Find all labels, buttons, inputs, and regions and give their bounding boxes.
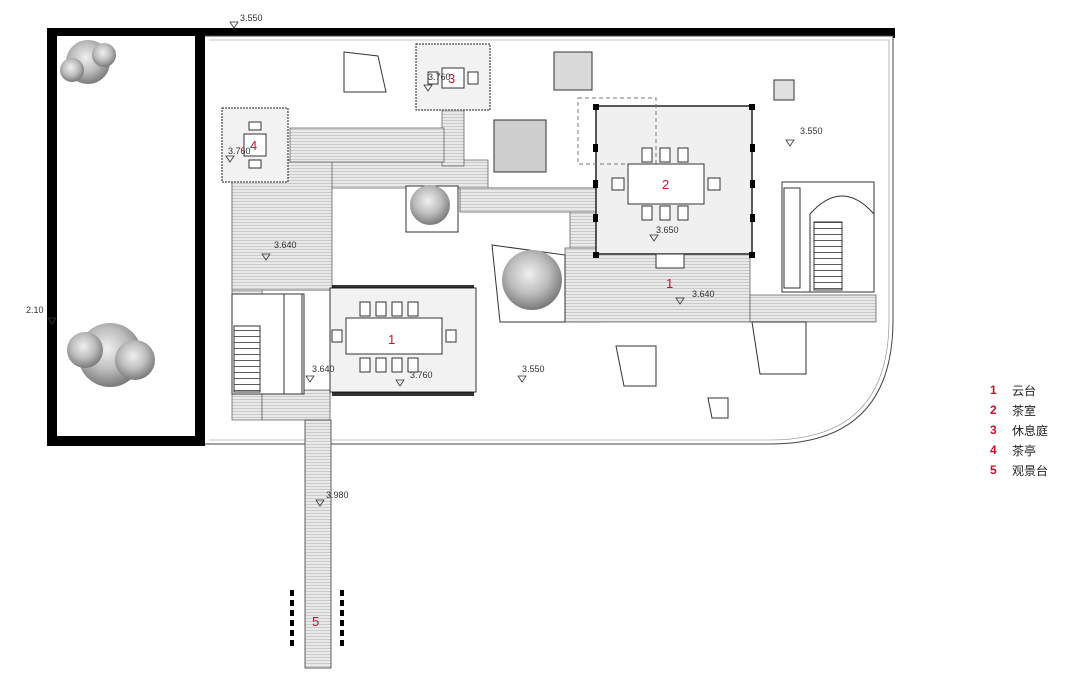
area-number: 4: [250, 138, 257, 153]
legend-label: 云台: [1012, 383, 1037, 398]
elevation-label: 3.760: [428, 72, 451, 82]
legend-item: 4 茶亭: [990, 440, 1075, 460]
rest-court: [415, 43, 491, 111]
area-number: 5: [312, 614, 319, 629]
legend-number: 1: [990, 383, 997, 397]
area-number: 1: [666, 276, 673, 291]
planter-boxes: [343, 51, 807, 419]
boundary-wall: [47, 28, 895, 446]
legend-item: 1 云台: [990, 380, 1075, 400]
elevation-label: 3.640: [692, 289, 715, 299]
cloud-platform: [329, 285, 477, 396]
legend: 1 云台 2 茶室 3 休息庭 4 茶亭 5 观景台: [990, 380, 1075, 480]
elevation-label: 3.640: [274, 240, 297, 250]
elevation-label: 3.640: [312, 364, 335, 374]
legend-label: 茶室: [1012, 403, 1037, 418]
elevation-label: 3.760: [228, 146, 251, 156]
legend-item: 3 休息庭: [990, 420, 1075, 440]
elevation-label: 3.550: [800, 126, 823, 136]
legend-number: 2: [990, 403, 997, 417]
tree-icon: [67, 323, 155, 387]
legend-number: 5: [990, 463, 997, 477]
elevation-markers: [47, 21, 795, 507]
elevation-label: 3.650: [656, 225, 679, 235]
legend-label: 休息庭: [1012, 423, 1049, 438]
area-number: 3: [448, 71, 455, 86]
elevation-label: 3.550: [522, 364, 545, 374]
area-number: 1: [388, 332, 395, 347]
viewing-deck-posts: [290, 590, 344, 646]
tree-icon: [405, 185, 459, 233]
stairs-left: [231, 293, 305, 395]
tea-pavilion: [221, 107, 289, 183]
legend-label: 茶亭: [1012, 443, 1037, 458]
elevation-label: 3.760: [410, 370, 433, 380]
legend-item: 5 观景台: [990, 460, 1075, 480]
tree-icon: [60, 40, 116, 84]
legend-number: 4: [990, 443, 997, 457]
elevation-label: 3.550: [240, 13, 263, 23]
legend-number: 3: [990, 423, 997, 437]
elevation-label: 2.10: [26, 305, 44, 315]
elevation-label: 3.980: [326, 490, 349, 500]
area-number: 2: [662, 177, 669, 192]
legend-item: 2 茶室: [990, 400, 1075, 420]
tea-room: [577, 97, 755, 269]
legend-label: 观景台: [1012, 463, 1049, 478]
stairs-right: [781, 181, 875, 293]
tree-icon: [491, 244, 566, 323]
